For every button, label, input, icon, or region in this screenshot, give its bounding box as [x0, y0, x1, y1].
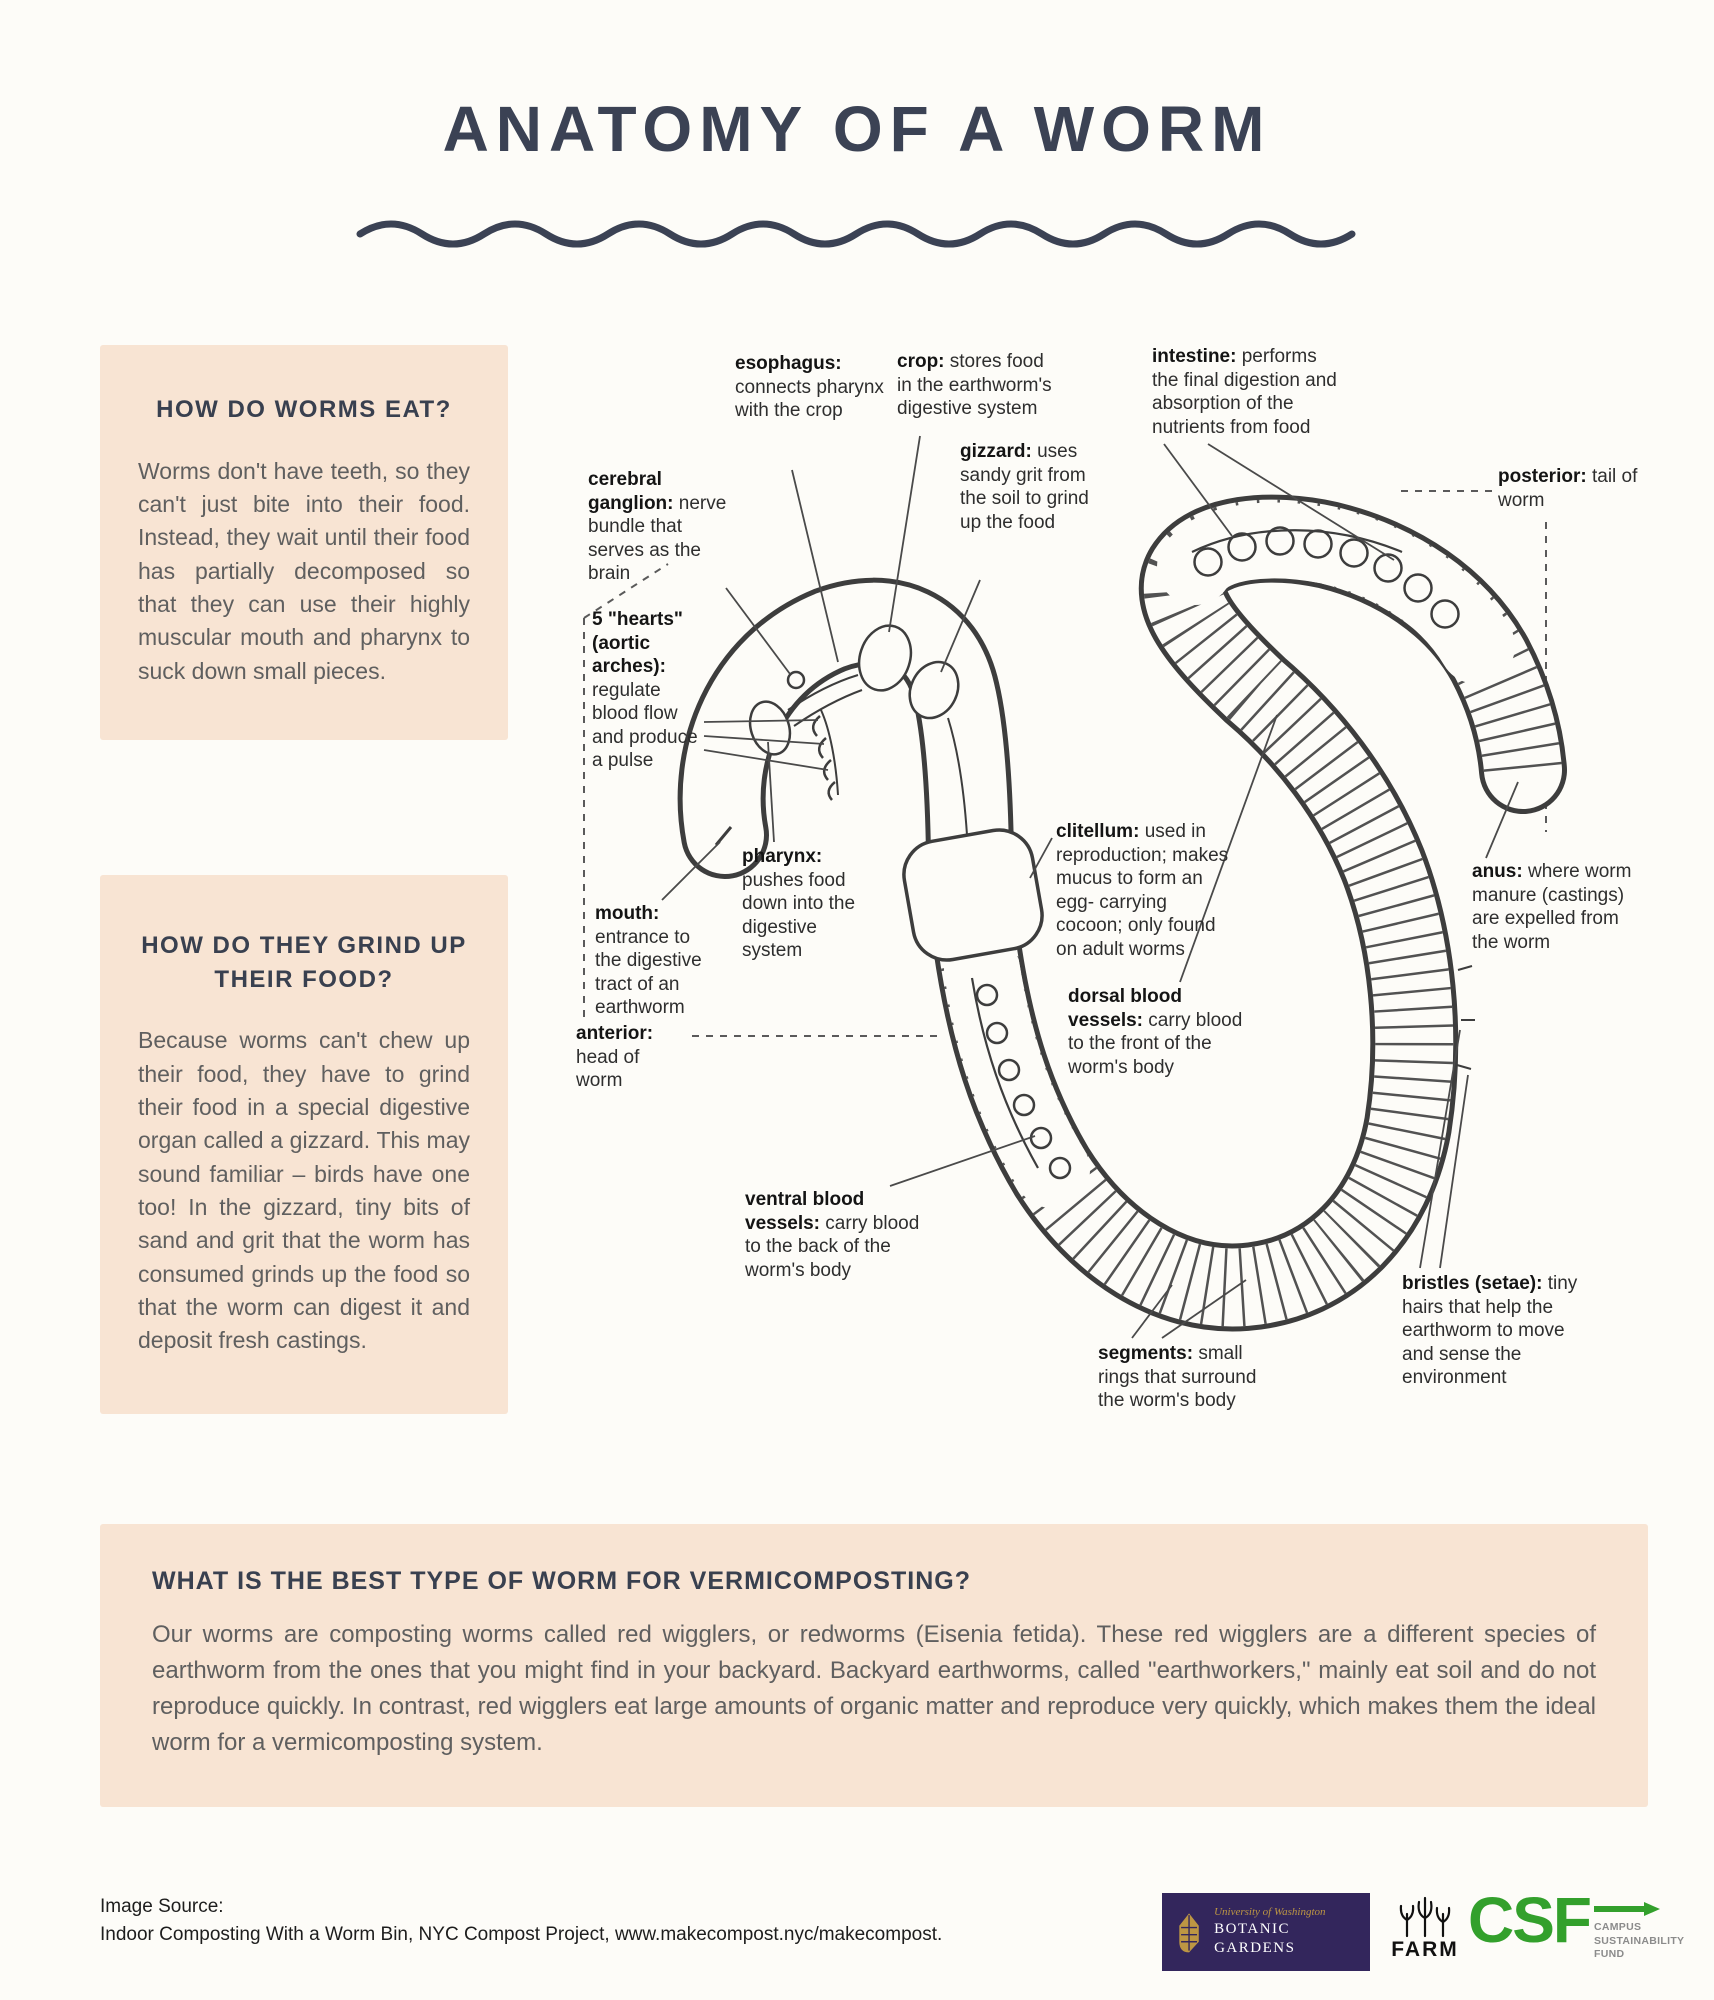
esophagus-shape: [787, 674, 859, 711]
label-desc: used in reproduction; makes mucus to for…: [1056, 821, 1229, 960]
gizzard-shape: [908, 660, 960, 720]
hearts-shape: [811, 709, 839, 801]
pinecone-icon: [1179, 1913, 1199, 1953]
label-cerebral-ganglion: cerebral ganglion: nerve bundle that ser…: [588, 468, 738, 586]
label-desc: tiny hairs that help the earthworm to mo…: [1402, 1273, 1578, 1389]
csf-logo: CSF CAMPUS SUSTAINABILITY FUND: [1468, 1884, 1685, 1962]
label-bristles: bristles (setae): tiny hairs that help t…: [1402, 1272, 1587, 1390]
csf-campus-text: CAMPUS: [1594, 1921, 1642, 1933]
image-source-label: Image Source:: [100, 1896, 224, 1917]
label-segments: segments: small rings that surround the …: [1098, 1342, 1263, 1413]
info-box-best-worm: WHAT IS THE BEST TYPE OF WORM FOR VERMIC…: [100, 1524, 1648, 1807]
label-desc: connects pharynx with the crop: [735, 376, 884, 422]
info-box-body: Because worms can't chew up their food, …: [138, 1027, 470, 1354]
label-desc: regulate blood flow and produce a pulse: [592, 679, 698, 772]
label-esophagus: esophagus: connects pharynx with the cro…: [735, 352, 885, 423]
label-desc: carry blood to the back of the worm's bo…: [745, 1212, 920, 1281]
label-term: dorsal blood vessels:: [1068, 986, 1182, 1031]
csf-acronym-text: CSF: [1468, 1884, 1592, 1956]
label-desc: performs the final digestion and absorpt…: [1152, 346, 1337, 438]
label-term: anterior:: [576, 1023, 654, 1044]
label-term: esophagus:: [735, 353, 842, 374]
label-term: anus:: [1472, 861, 1523, 882]
cerebral-ganglion-shape: [786, 670, 806, 690]
image-source-text: Indoor Composting With a Worm Bin, NYC C…: [100, 1923, 943, 1945]
label-anus: anus: where worm manure (castings) are e…: [1472, 860, 1642, 954]
label-clitellum: clitellum: used in reproduction; makes m…: [1056, 820, 1236, 961]
label-ventral-blood-vessels: ventral blood vessels: carry blood to th…: [745, 1188, 925, 1282]
info-box-heading: WHAT IS THE BEST TYPE OF WORM FOR VERMIC…: [152, 1567, 971, 1595]
label-desc: uses sandy grit from the soil to grind u…: [960, 441, 1089, 533]
label-desc: pushes food down into the digestive syst…: [742, 869, 856, 962]
info-box-heading: HOW DO WORMS EAT?: [156, 396, 452, 423]
label-dorsal-blood-vessels: dorsal blood vessels: carry blood to the…: [1068, 985, 1243, 1079]
clitellum-shape: [902, 828, 1044, 962]
uw-university-text: University of Washington: [1214, 1906, 1326, 1919]
label-crop: crop: stores food in the earthworm's dig…: [897, 350, 1057, 421]
label-desc: small rings that surround the worm's bod…: [1098, 1343, 1257, 1412]
csf-arrow-icon: [1594, 1902, 1660, 1916]
label-desc: where worm manure (castings) are expelle…: [1472, 861, 1632, 953]
label-desc: entrance to the digestive tract of an ea…: [595, 926, 702, 1019]
label-term: 5 "hearts" (aortic arches):: [592, 609, 683, 678]
page-title: ANATOMY OF A WORM: [442, 93, 1272, 165]
csf-fund-text: FUND: [1594, 1948, 1625, 1961]
label-term: crop:: [897, 351, 945, 372]
label-desc: carry blood to the front of the worm's b…: [1068, 1009, 1243, 1078]
uw-botanic-gardens-logo: University of Washington BOTANIC GARDENS: [1162, 1893, 1370, 1971]
label-mouth: mouth: entrance to the digestive tract o…: [595, 902, 715, 1020]
farm-logo: FARM: [1391, 1894, 1459, 1970]
image-source: Image Source: Indoor Composting With a W…: [100, 1893, 942, 1948]
label-desc: stores food in the earthworm's digestive…: [897, 351, 1052, 420]
mouth-shape: [714, 826, 733, 846]
intestine-shape: [1191, 526, 1460, 629]
worm-anatomy-illustration: [583, 435, 1567, 1339]
wavy-divider: [356, 220, 1356, 248]
farm-plants-icon: [1399, 1896, 1451, 1938]
info-box-heading: HOW DO THEY GRIND UP THEIR FOOD?: [141, 932, 467, 993]
uw-botanic-gardens-text: BOTANIC GARDENS: [1214, 1920, 1296, 1957]
label-term: mouth:: [595, 903, 660, 924]
label-hearts: 5 "hearts" (aortic arches): regulate blo…: [592, 608, 707, 773]
label-gizzard: gizzard: uses sandy grit from the soil t…: [960, 440, 1090, 534]
info-box-body: Worms don't have teeth, so they can't ju…: [138, 457, 470, 684]
label-desc: tail of worm: [1498, 466, 1638, 511]
leader-lines: [661, 435, 1519, 1339]
label-term: cerebral ganglion:: [588, 469, 674, 514]
label-term: posterior:: [1498, 466, 1587, 487]
label-desc: nerve bundle that serves as the brain: [588, 492, 727, 585]
info-box-grind-food: HOW DO THEY GRIND UP THEIR FOOD? Because…: [100, 875, 508, 1414]
label-term: gizzard:: [960, 441, 1032, 462]
label-anterior: anterior: head of worm: [576, 1022, 691, 1093]
csf-sustainability-text: SUSTAINABILITY: [1594, 1934, 1685, 1947]
bristles-shape: [1456, 965, 1475, 1070]
label-term: pharynx:: [742, 846, 823, 867]
label-pharynx: pharynx: pushes food down into the diges…: [742, 845, 877, 963]
ventral-vessel-line: [970, 977, 1039, 1169]
info-box-body: Our worms are composting worms called re…: [152, 1621, 1596, 1756]
info-box-how-worms-eat: HOW DO WORMS EAT? Worms don't have teeth…: [100, 345, 508, 740]
label-term: clitellum:: [1056, 821, 1140, 842]
label-term: intestine:: [1152, 346, 1237, 367]
label-desc: head of worm: [576, 1046, 640, 1092]
label-posterior: posterior: tail of worm: [1498, 465, 1648, 512]
dorsal-vessel-line: [1191, 529, 1403, 554]
farm-text: FARM: [1391, 1938, 1459, 1961]
label-intestine: intestine: performs the final digestion …: [1152, 345, 1337, 439]
label-term: bristles (setae):: [1402, 1273, 1543, 1294]
crop-shape: [857, 624, 913, 692]
label-term: segments:: [1098, 1343, 1194, 1364]
label-term: ventral blood vessels:: [745, 1189, 865, 1234]
